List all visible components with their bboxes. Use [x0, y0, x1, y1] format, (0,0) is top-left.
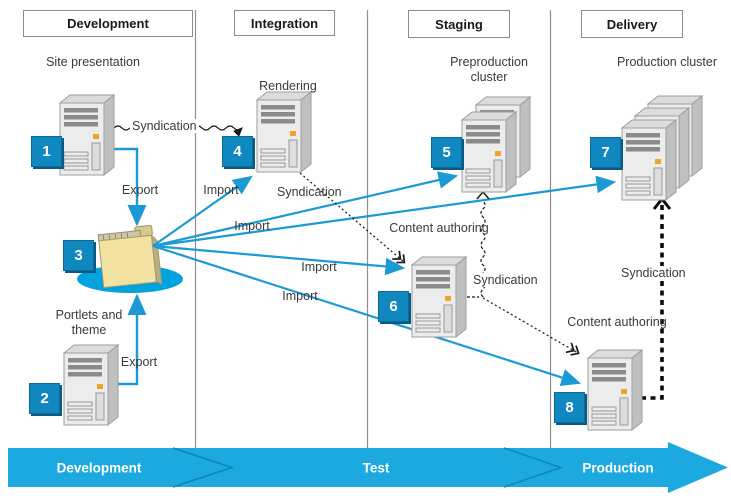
server-icon-authoring-delivery [587, 349, 643, 431]
label-syndication-authoring-production: Syndication [619, 266, 688, 280]
label-production-cluster: Production cluster [616, 55, 718, 69]
label-export-site: Export [121, 183, 159, 197]
step-badge-1: 1 [31, 136, 62, 167]
label-content-authoring-staging: Content authoring [389, 221, 489, 235]
folder-icon [97, 224, 163, 289]
server-icon-authoring-staging [411, 256, 467, 338]
label-import-authoring-staging: Import [301, 260, 337, 274]
label-portlets-theme: Portlets and theme [55, 308, 123, 337]
phase-banner [8, 442, 728, 493]
import-arrows [152, 171, 617, 386]
label-content-authoring-delivery: Content authoring [567, 315, 667, 329]
column-header-delivery: Delivery [581, 10, 683, 38]
server-icon-rendering [256, 91, 312, 173]
step-badge-7: 7 [590, 137, 621, 168]
step-badge-5: 5 [431, 137, 462, 168]
step-badge-8: 8 [554, 392, 585, 423]
step-badge-3: 3 [63, 240, 94, 271]
label-syndication-site-rendering: Syndication [130, 119, 199, 133]
label-export-portlets: Export [120, 355, 158, 369]
import-arrow-rendering [152, 175, 253, 247]
step-badge-6: 6 [378, 291, 409, 322]
server-icon-site-presentation [59, 94, 115, 176]
import-arrow-authoring-staging [152, 244, 406, 276]
server-cluster-preproduction [461, 96, 531, 193]
column-header-development: Development [23, 10, 193, 37]
phase-label-test: Test [362, 460, 390, 476]
column-header-staging: Staging [408, 10, 510, 38]
label-import-preprod: Import [234, 219, 270, 233]
column-header-integration: Integration [234, 10, 335, 36]
server-cluster-production [621, 95, 703, 201]
label-preproduction-cluster: Preproduction cluster [450, 55, 528, 84]
label-syndication-authoring-preprod: Syndication [471, 273, 540, 287]
label-import-authoring-delivery: Import [282, 289, 318, 303]
label-site-presentation: Site presentation [46, 55, 140, 69]
step-badge-2: 2 [29, 383, 60, 414]
import-arrow-production [152, 175, 617, 248]
phase-label-development: Development [56, 460, 142, 476]
import-arrow-authoring-delivery [152, 244, 582, 386]
syndication-arrowhead-preprod [476, 190, 490, 200]
export-arrow-portlets-to-folder [112, 293, 147, 386]
export-arrow-site-to-folder [112, 147, 147, 227]
label-rendering: Rendering [259, 79, 317, 93]
label-syndication-rendering-authoring: Syndication [277, 185, 342, 199]
syndication-arrow-authoring-delivery [482, 297, 580, 356]
import-arrow-preproduction [152, 171, 459, 248]
step-badge-4: 4 [222, 136, 253, 167]
column-dividers [194, 10, 552, 448]
phase-label-production: Production [582, 460, 654, 476]
label-import-rendering: Import [203, 183, 239, 197]
syndication-arrow-authoring-production [641, 205, 664, 400]
